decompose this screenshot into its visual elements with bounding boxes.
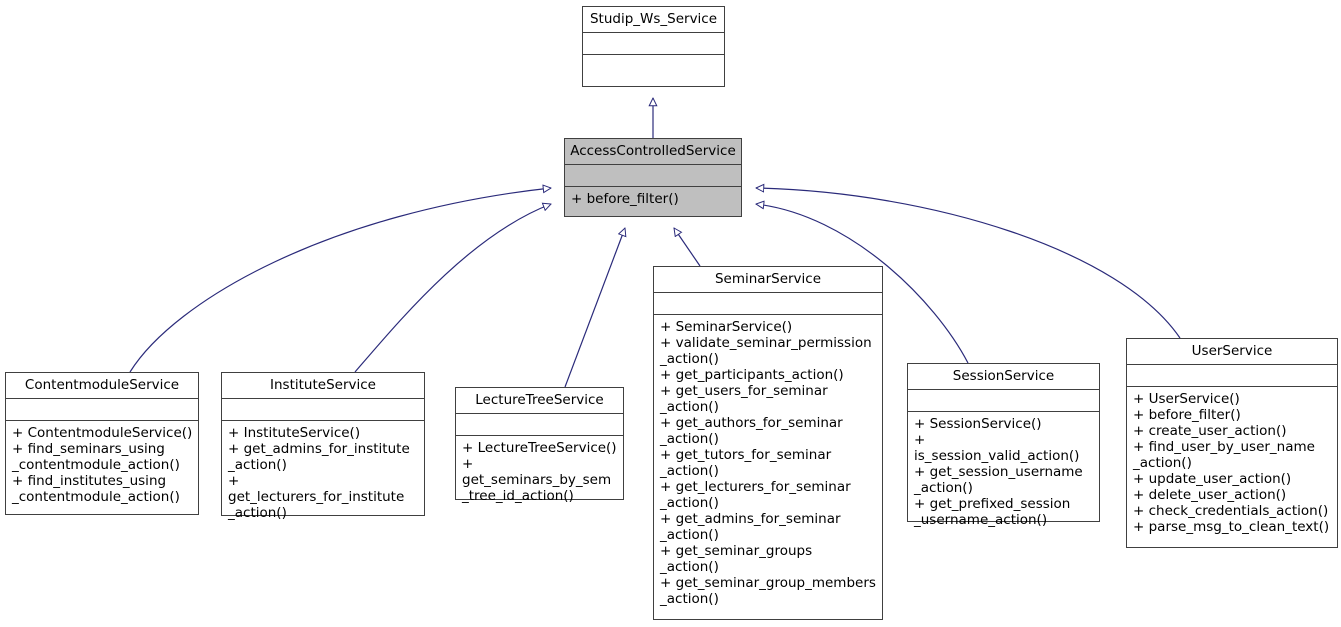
class-operation: + get_seminar_group_members _action() bbox=[660, 575, 876, 607]
empty-attributes-user_service bbox=[1131, 368, 1333, 382]
class-operations-user_service: + UserService()+ before_filter()+ create… bbox=[1127, 387, 1337, 539]
class-operations-studip_ws_service bbox=[583, 55, 724, 63]
class-name-contentmodule_service: ContentmoduleService bbox=[6, 373, 198, 399]
empty-attributes-lecture_tree_service bbox=[460, 417, 619, 431]
class-operation: + get_tutors_for_seminar _action() bbox=[660, 447, 832, 479]
class-name-studip_ws_service: Studip_Ws_Service bbox=[583, 7, 724, 33]
class-operation: + UserService() bbox=[1133, 391, 1240, 407]
class-operation: + InstituteService() bbox=[228, 425, 361, 441]
edge-contentmodule-to-access bbox=[129, 188, 551, 373]
class-operation: + check_credentials_action() bbox=[1133, 503, 1329, 519]
empty-attributes-institute_service bbox=[226, 402, 420, 416]
class-operation: + update_user_action() bbox=[1133, 471, 1292, 487]
class-operation: + get_authors_for_seminar _action() bbox=[660, 415, 843, 447]
uml-class-institute_service[interactable]: InstituteService+ InstituteService()+ ge… bbox=[221, 372, 425, 521]
class-operation: + SessionService() bbox=[914, 416, 1042, 432]
class-operation: + find_user_by_user_name _action() bbox=[1133, 439, 1315, 471]
class-operation: + ContentmoduleService() bbox=[12, 425, 193, 441]
class-operation: + get_seminar_groups _action() bbox=[660, 543, 813, 575]
uml-class-contentmodule_service[interactable]: ContentmoduleService + ContentmoduleServi… bbox=[5, 372, 199, 515]
empty-attributes-studip_ws_service bbox=[587, 36, 720, 50]
class-attributes-user_service bbox=[1127, 365, 1337, 387]
edge-institute-to-access bbox=[354, 204, 551, 373]
class-operation: + SeminarService() bbox=[660, 319, 793, 335]
class-operation: + before_filter() bbox=[1133, 407, 1241, 423]
empty-attributes-seminar_service bbox=[658, 296, 878, 310]
class-operations-lecture_tree_service: + LectureTreeService()+ get_seminars_by_… bbox=[456, 436, 623, 508]
class-attributes-studip_ws_service bbox=[583, 33, 724, 55]
class-operations-access_controlled_service: + before_filter() bbox=[565, 187, 741, 211]
class-operation: + validate_seminar_permission _action() bbox=[660, 335, 872, 367]
class-operation: + is_session_valid_action() bbox=[914, 432, 1080, 464]
class-name-lecture_tree_service: LectureTreeService bbox=[456, 388, 623, 414]
class-name-user_service: UserService bbox=[1127, 339, 1337, 365]
edge-seminar-to-access bbox=[674, 228, 701, 267]
class-operation: + delete_user_action() bbox=[1133, 487, 1287, 503]
class-operation: + get_admins_for_institute _action() bbox=[228, 441, 410, 473]
uml-class-session_service[interactable]: SessionService + SessionService()+ is_ses… bbox=[907, 363, 1100, 528]
edge-lecturetree-to-access bbox=[564, 228, 625, 388]
uml-class-studip_ws_service[interactable]: Studip_Ws_Service bbox=[582, 6, 725, 87]
class-operation: + get_participants_action() bbox=[660, 367, 844, 383]
class-name-institute_service: InstituteService bbox=[222, 373, 424, 399]
uml-class-seminar_service[interactable]: SeminarService + SeminarService()+ valida… bbox=[653, 266, 883, 620]
uml-class-user_service[interactable]: UserService + UserService()+ before_filte… bbox=[1126, 338, 1338, 548]
uml-class-access_controlled_service[interactable]: AccessControlledService + before_filter() bbox=[564, 138, 742, 217]
class-operation: + before_filter() bbox=[571, 191, 679, 207]
class-operation: + get_lecturers_for_institute _action() bbox=[228, 473, 405, 521]
class-attributes-institute_service bbox=[222, 399, 424, 421]
class-name-session_service: SessionService bbox=[908, 364, 1099, 390]
empty-attributes-access_controlled_service bbox=[569, 168, 737, 182]
class-operation: + get_admins_for_seminar _action() bbox=[660, 511, 841, 543]
class-operation: + get_prefixed_session _username_action(… bbox=[914, 496, 1071, 528]
class-operations-contentmodule_service: + ContentmoduleService()+ find_seminars_… bbox=[6, 421, 198, 509]
class-operation: + get_users_for_seminar _action() bbox=[660, 383, 828, 415]
uml-class-lecture_tree_service[interactable]: LectureTreeService + LectureTreeService()… bbox=[455, 387, 624, 504]
class-operation: + create_user_action() bbox=[1133, 423, 1287, 439]
class-operations-seminar_service: + SeminarService()+ validate_seminar_per… bbox=[654, 315, 882, 611]
class-name-access_controlled_service: AccessControlledService bbox=[565, 139, 741, 165]
class-operation: + get_lecturers_for_seminar _action() bbox=[660, 479, 851, 511]
class-attributes-contentmodule_service bbox=[6, 399, 198, 421]
class-attributes-seminar_service bbox=[654, 293, 882, 315]
class-operation: + get_session_username _action() bbox=[914, 464, 1083, 496]
class-operations-institute_service: + InstituteService()+ get_admins_for_ins… bbox=[222, 421, 424, 525]
class-attributes-session_service bbox=[908, 390, 1099, 412]
class-attributes-access_controlled_service bbox=[565, 165, 741, 187]
empty-attributes-session_service bbox=[912, 393, 1095, 407]
class-operation: + parse_msg_to_clean_text() bbox=[1133, 519, 1330, 535]
class-operation: + find_seminars_using _contentmodule_act… bbox=[12, 441, 180, 473]
class-operations-session_service: + SessionService()+ is_session_valid_act… bbox=[908, 412, 1099, 532]
class-operation: + get_seminars_by_sem _tree_id_action() bbox=[462, 456, 612, 504]
class-attributes-lecture_tree_service bbox=[456, 414, 623, 436]
class-operation: + LectureTreeService() bbox=[462, 440, 617, 456]
class-name-seminar_service: SeminarService bbox=[654, 267, 882, 293]
empty-attributes-contentmodule_service bbox=[10, 402, 194, 416]
class-operation: + find_institutes_using _contentmodule_a… bbox=[12, 473, 180, 505]
